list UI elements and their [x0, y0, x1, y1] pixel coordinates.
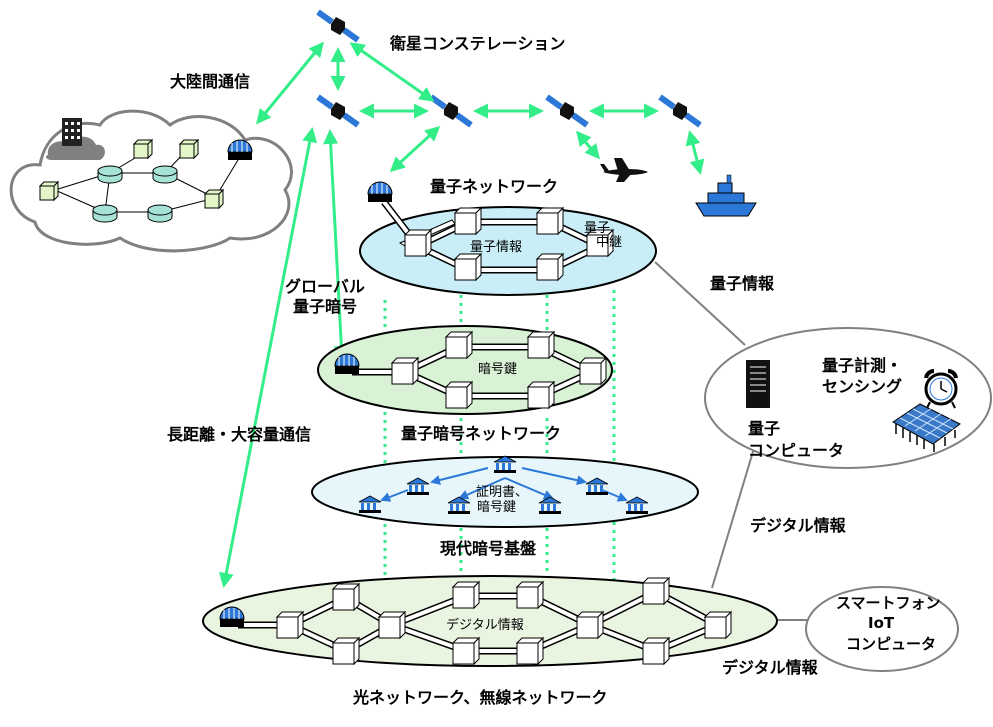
clock-icon: [924, 368, 958, 409]
crypto-key-label: 暗号鍵: [478, 361, 517, 377]
ship-icon: [695, 174, 757, 217]
satellite-icon: [547, 97, 587, 125]
modern-crypto-label: 現代暗号基盤: [440, 539, 537, 558]
satellite-icon: [318, 97, 358, 125]
satellite-icon: [660, 97, 700, 125]
device-label-2: IoT: [868, 614, 895, 632]
sensor-chip-icon: [892, 403, 961, 452]
satellite-icon: [318, 12, 358, 40]
device-label-3: コンピュータ: [846, 635, 936, 653]
qkd-network-label: 量子暗号ネットワーク: [401, 424, 561, 443]
quantum-computing-group: [704, 327, 992, 469]
digital-info-layer-label: デジタル情報: [446, 617, 524, 633]
intercontinental-label: 大陸間通信: [170, 72, 250, 91]
digital-info-bottom-label: デジタル情報: [722, 658, 819, 677]
gray-links: [654, 261, 808, 621]
quantum-network-label: 量子ネットワーク: [430, 177, 558, 196]
qkd-network-layer: [317, 325, 613, 415]
green-links: [218, 41, 705, 588]
optical-network-label: 光ネットワーク、無線ネットワーク: [352, 688, 608, 707]
device-group: [805, 586, 959, 672]
global-qkd-label-2: 量子暗号: [293, 297, 357, 316]
airplane-icon: [600, 158, 648, 182]
sensing-label-2: センシング: [822, 377, 902, 396]
cert-label-2: 暗号鍵: [477, 499, 516, 515]
quantum-relay-label-1: 量子: [584, 221, 610, 236]
sensing-label-1: 量子計測・: [822, 356, 902, 375]
long-distance-label: 長距離・大容量通信: [167, 425, 311, 444]
layer-links: [383, 290, 616, 580]
device-label-1: スマートフォン: [836, 594, 941, 612]
quantum-info-layer-label: 量子情報: [470, 240, 522, 255]
quantum-info-link-label: 量子情報: [710, 274, 775, 293]
quantum-network-layer: [359, 181, 657, 296]
qc-label-1: 量子: [748, 419, 780, 438]
quantum-relay-label-2: 中継: [596, 235, 622, 250]
digital-info-link-label: デジタル情報: [750, 516, 847, 535]
cloud-network: [9, 109, 293, 253]
cert-label-1: 証明書、: [476, 485, 528, 500]
qc-label-2: コンピュータ: [748, 441, 844, 460]
satellite-icon: [431, 97, 471, 125]
modern-crypto-layer: [311, 455, 699, 528]
optical-network-layer: [202, 575, 778, 667]
global-qkd-label-1: グローバル: [285, 277, 365, 296]
constellation-label: 衛星コンステレーション: [389, 34, 565, 53]
